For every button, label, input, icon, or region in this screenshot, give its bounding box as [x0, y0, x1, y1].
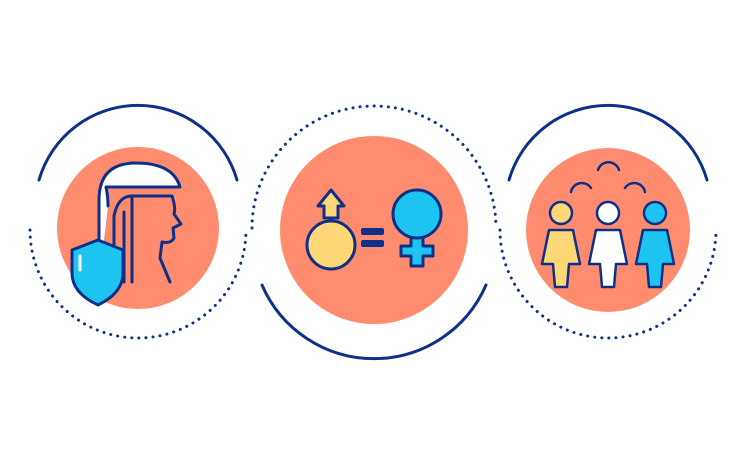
center-dotted-arc: [250, 104, 498, 230]
right-solid-arc: [507, 103, 709, 182]
panel-community: [498, 103, 718, 340]
female-symbol-icon: [391, 188, 443, 268]
right-dotted-arc: [498, 228, 718, 340]
panel-woman-protection: [28, 103, 248, 340]
male-symbol-icon: [305, 188, 357, 271]
person-blue-icon: [634, 200, 676, 289]
panel-gender-equality: [250, 104, 498, 361]
connection-arcs-icon: [569, 161, 647, 194]
center-solid-arc: [260, 283, 488, 361]
left-solid-arc: [37, 103, 239, 182]
person-yellow-icon: [540, 200, 582, 289]
person-white-icon: [587, 200, 629, 289]
shield-icon: [70, 238, 125, 307]
equals-icon: [361, 228, 384, 247]
left-dotted-arc: [28, 228, 248, 340]
